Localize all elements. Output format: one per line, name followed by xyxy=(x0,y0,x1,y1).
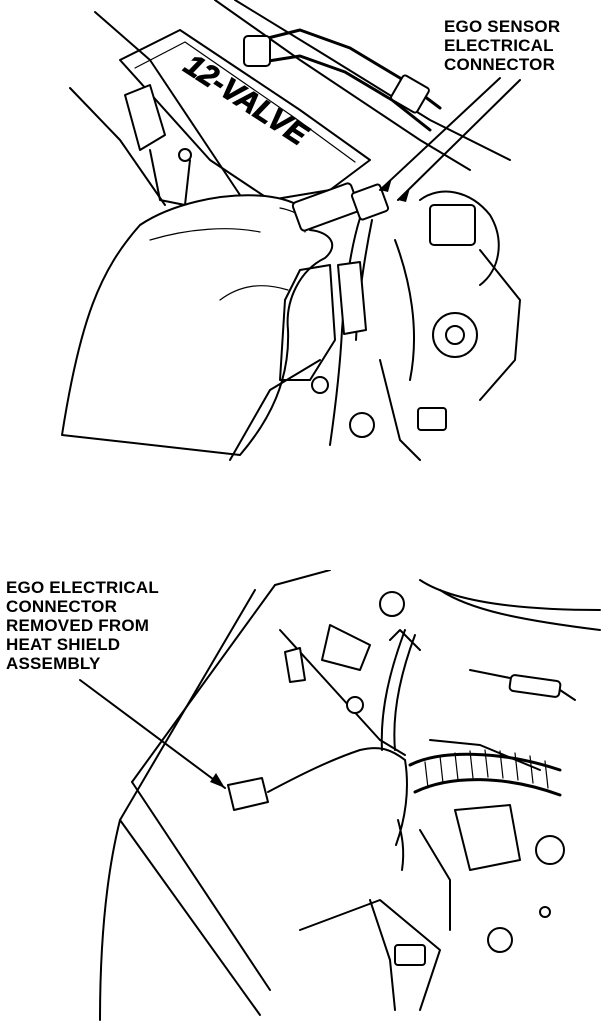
bottom-line-drawing xyxy=(79,570,601,1021)
callout-line: EGO ELECTRICAL xyxy=(6,578,159,597)
ego-connector-removed-callout: EGO ELECTRICAL CONNECTOR REMOVED FROM HE… xyxy=(6,578,159,673)
pulley-bolt xyxy=(445,325,465,345)
hose-fitting xyxy=(243,35,271,67)
lower-housing xyxy=(299,899,441,1011)
lower-bracket xyxy=(379,359,421,461)
rod-fitting xyxy=(508,674,562,698)
ego-sensor-body xyxy=(337,261,367,335)
heat-shield-edge xyxy=(119,819,261,1016)
cover-edge-line xyxy=(94,11,251,211)
cap xyxy=(379,591,405,617)
lower-fitting xyxy=(394,944,426,966)
bottom-illustration: EGO ELECTRICAL CONNECTOR REMOVED FROM HE… xyxy=(0,570,608,1030)
body-line xyxy=(419,579,601,611)
fitting xyxy=(389,629,421,651)
harness-loom xyxy=(408,752,562,772)
lower-bracket xyxy=(369,899,396,1011)
callout-line: EGO SENSOR xyxy=(444,17,561,36)
ego-electrical-connector xyxy=(227,777,269,811)
arrowhead xyxy=(398,188,410,202)
harness-loom xyxy=(413,778,562,797)
bracket-arm xyxy=(394,239,415,381)
nozzle xyxy=(284,647,306,683)
hand-crease xyxy=(149,228,261,241)
arrowhead xyxy=(210,773,225,788)
cover-edge-line xyxy=(234,0,511,161)
arrowhead xyxy=(380,178,392,192)
wire xyxy=(393,634,416,751)
ego-wire xyxy=(395,759,408,846)
callout-line: CONNECTOR xyxy=(6,597,118,616)
top-illustration: 12-VALVE xyxy=(0,0,608,470)
manifold-pipe xyxy=(279,264,336,381)
shield-top xyxy=(274,570,331,586)
bracket xyxy=(149,149,191,206)
relay-block xyxy=(429,204,476,246)
hand-crease xyxy=(219,285,289,301)
connector-mate xyxy=(350,183,390,221)
wire xyxy=(380,629,406,751)
sensor-bolt xyxy=(535,835,565,865)
lower-fitting xyxy=(417,407,447,431)
cover-edge-line xyxy=(69,87,166,206)
ego-wire xyxy=(267,747,406,793)
harness-clip xyxy=(429,739,541,771)
small-bolt xyxy=(539,906,551,918)
ego-sensor-wire xyxy=(329,217,361,446)
bracket xyxy=(321,624,371,671)
top-line-drawing: 12-VALVE xyxy=(61,0,521,461)
engine-block-edge xyxy=(229,359,321,461)
valve-cover-ridge xyxy=(134,41,356,163)
wire-grommet xyxy=(397,819,405,871)
upper-hose xyxy=(260,54,432,132)
engine-edge xyxy=(419,829,451,931)
body-line xyxy=(439,589,601,631)
loom-ribs xyxy=(424,749,549,789)
callout-line: ASSEMBLY xyxy=(6,654,101,673)
callout-line: REMOVED FROM xyxy=(6,616,150,635)
callout-line: ELECTRICAL xyxy=(444,36,554,55)
callout-line: CONNECTOR xyxy=(444,55,556,74)
valve-cover xyxy=(119,29,371,201)
callout-leader-line xyxy=(79,679,226,789)
manifold-bolt xyxy=(311,376,329,394)
callout-leader-line xyxy=(397,79,521,201)
engine-edge xyxy=(479,249,521,401)
hand xyxy=(61,194,334,456)
heat-shield-edge xyxy=(131,781,271,991)
bolt xyxy=(346,696,364,714)
heat-shield-edge xyxy=(131,584,276,783)
shield-ridge xyxy=(279,629,406,756)
plug-boot xyxy=(124,84,166,151)
mount-bolt xyxy=(349,412,375,438)
ego-sensor-connector-callout: EGO SENSOR ELECTRICAL CONNECTOR xyxy=(444,17,560,74)
lower-bolt xyxy=(487,927,513,953)
fender-edge xyxy=(99,589,256,1021)
callout-line: HEAT SHIELD xyxy=(6,635,121,654)
bracket-bolt xyxy=(178,148,192,162)
hose-clamp xyxy=(390,74,430,114)
callout-leader-line xyxy=(379,77,501,191)
bracket-plate xyxy=(454,804,521,871)
